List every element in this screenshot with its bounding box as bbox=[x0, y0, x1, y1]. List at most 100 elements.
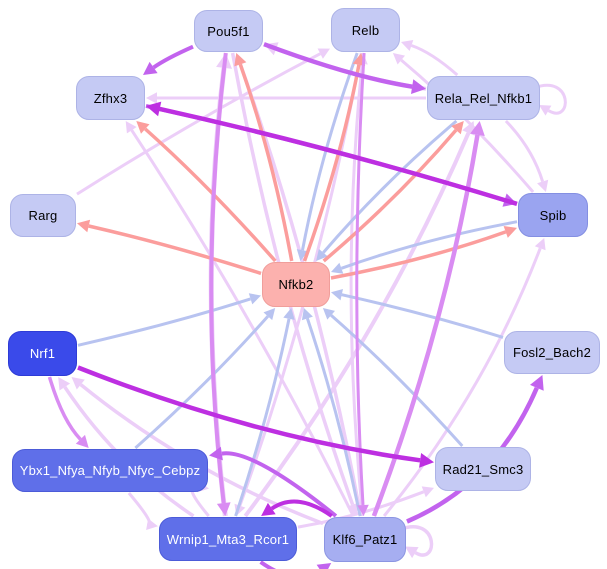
arrowhead-relb-nfkb2 bbox=[296, 249, 309, 261]
edge-spib-relb bbox=[400, 58, 535, 193]
arrowhead-klf6-ybx1 bbox=[209, 446, 223, 461]
arrowhead-klf6-wrnip1 bbox=[261, 502, 276, 516]
node-label: Nfkb2 bbox=[278, 277, 314, 292]
edge-nfkb2-rela bbox=[322, 128, 458, 263]
node-label: Zfhx3 bbox=[93, 90, 128, 106]
arrowhead-nfkb2-rela bbox=[451, 121, 464, 135]
arrowhead-klf6-nrf1 bbox=[71, 377, 85, 390]
node-rela[interactable]: Rela_Rel_Nfkb1 bbox=[427, 76, 540, 120]
arrowhead-nfkb2-rarg bbox=[77, 219, 91, 233]
edge-spib-zfhx3 bbox=[159, 106, 518, 207]
arrowhead-fosl2-nfkb2 bbox=[331, 289, 343, 301]
node-label: Rela_Rel_Nfkb1 bbox=[434, 90, 533, 106]
edge-klf6-klf6 bbox=[399, 525, 434, 557]
arrowhead-rela-spib bbox=[537, 179, 549, 192]
edge-klf6-zfhx3 bbox=[130, 129, 355, 517]
edge-nfkb2-rarg bbox=[88, 224, 262, 276]
arrowhead-spib-relb bbox=[392, 53, 405, 65]
arrowhead-nrf1-nfkb2 bbox=[248, 293, 261, 305]
edge-pou5f1-wrnip1 bbox=[209, 52, 228, 504]
edge-nrf1-rad21 bbox=[77, 365, 421, 463]
arrowhead-nrf1-ybx1 bbox=[75, 434, 89, 448]
edge-klf6-rela bbox=[371, 134, 480, 517]
arrowhead-ybx1-nfkb2 bbox=[263, 308, 276, 321]
arrowhead-wrnip1-rad21 bbox=[421, 486, 434, 498]
edge-pou5f1-zfhx3 bbox=[152, 44, 194, 70]
node-label: Klf6_Patz1 bbox=[332, 532, 398, 547]
arrowhead-wrnip1-klf6 bbox=[316, 563, 332, 569]
edge-rela-spib bbox=[504, 119, 545, 182]
arrowhead-pou5f1-zfhx3 bbox=[143, 61, 158, 75]
arrowhead-klf6-klf6 bbox=[405, 546, 419, 559]
node-zfhx3[interactable]: Zfhx3 bbox=[76, 76, 145, 120]
edge-nrf1-nfkb2 bbox=[77, 297, 251, 347]
node-label: Wrnip1_Mta3_Rcor1 bbox=[166, 531, 290, 547]
arrowhead-rela-relb bbox=[401, 40, 414, 51]
edge-klf6-nfkb2 bbox=[305, 317, 362, 517]
node-rad21[interactable]: Rad21_Smc3 bbox=[435, 447, 531, 491]
arrowhead-ybx1-wrnip1 bbox=[146, 518, 158, 530]
node-label: Nrf1 bbox=[29, 346, 56, 361]
edge-nfkb2-relb bbox=[302, 64, 361, 262]
edge-nfkb2-zfhx3 bbox=[144, 127, 277, 263]
edge-nfkb2-pou5f1 bbox=[238, 63, 294, 262]
node-relb[interactable]: Relb bbox=[331, 8, 400, 52]
node-fosl2[interactable]: Fosl2_Bach2 bbox=[504, 331, 600, 374]
edge-ybx1-nfkb2 bbox=[134, 315, 270, 450]
node-pou5f1[interactable]: Pou5f1 bbox=[194, 10, 263, 52]
edge-klf6-ybx1 bbox=[221, 451, 338, 518]
edge-relb-klf6 bbox=[355, 52, 366, 506]
edge-klf6-relb bbox=[349, 63, 365, 517]
node-label: Rarg bbox=[28, 208, 58, 223]
arrowhead-rad21-nfkb2 bbox=[322, 308, 335, 320]
node-rarg[interactable]: Rarg bbox=[10, 194, 76, 237]
arrowhead-klf6-fosl2 bbox=[530, 375, 544, 391]
node-klf6[interactable]: Klf6_Patz1 bbox=[324, 517, 406, 562]
edge-wrnip1-rela bbox=[243, 132, 471, 518]
arrowhead-nrf1-rad21 bbox=[419, 453, 434, 468]
node-label: Fosl2_Bach2 bbox=[512, 345, 592, 360]
node-ybx1[interactable]: Ybx1_Nfya_Nfyb_Nfyc_Cebpz bbox=[12, 449, 208, 492]
node-nfkb2[interactable]: Nfkb2 bbox=[262, 262, 330, 307]
edge-nrf1-ybx1 bbox=[47, 376, 82, 441]
arrowhead-pou5f1-rela bbox=[411, 79, 426, 94]
node-spib[interactable]: Spib bbox=[518, 193, 588, 237]
edge-nfkb2-spib bbox=[330, 230, 507, 280]
node-label: Rad21_Smc3 bbox=[442, 461, 524, 477]
arrowhead-pou5f1-klf6 bbox=[346, 502, 359, 516]
arrowhead-pou5f1-wrnip1 bbox=[216, 502, 231, 516]
arrowhead-nfkb2-zfhx3 bbox=[136, 121, 150, 134]
arrowhead-nfkb2-pou5f1 bbox=[234, 53, 247, 67]
arrowhead-wrnip1-nrf1 bbox=[58, 377, 71, 391]
arrowhead-nfkb2-spib bbox=[503, 226, 517, 238]
edge-rela-nfkb2 bbox=[322, 119, 458, 254]
edge-rad21-nfkb2 bbox=[330, 314, 464, 448]
edge-rela-rela bbox=[533, 83, 567, 115]
edge-rela-relb bbox=[410, 44, 459, 77]
node-label: Pou5f1 bbox=[207, 23, 250, 39]
edge-klf6-wrnip1 bbox=[270, 499, 333, 518]
edge-wrnip1-nfkb2 bbox=[234, 318, 291, 517]
arrowhead-klf6-zfhx3 bbox=[125, 121, 137, 134]
node-nrf1[interactable]: Nrf1 bbox=[8, 331, 77, 376]
arrowhead-rela-nfkb2 bbox=[316, 248, 328, 261]
arrowhead-spib-zfhx3 bbox=[146, 101, 162, 117]
arrowhead-klf6-rela bbox=[470, 121, 485, 136]
edge-pou5f1-rela bbox=[263, 42, 413, 89]
arrowhead-wrnip1-nfkb2 bbox=[283, 308, 295, 320]
edge-spib-nfkb2 bbox=[340, 220, 518, 270]
edge-fosl2-nfkb2 bbox=[341, 293, 504, 339]
node-label: Spib bbox=[539, 207, 567, 223]
arrowhead-rarg-relb bbox=[317, 48, 330, 59]
node-label: Ybx1_Nfya_Nfyb_Nfyc_Cebpz bbox=[19, 463, 201, 478]
arrowhead-rela-zfhx3 bbox=[146, 92, 157, 104]
edge-klf6-spib bbox=[382, 247, 542, 517]
node-wrnip1[interactable]: Wrnip1_Mta3_Rcor1 bbox=[159, 517, 297, 561]
arrowhead-klf6-nfkb2 bbox=[301, 308, 313, 321]
arrowhead-relb-klf6 bbox=[357, 504, 369, 516]
arrowhead-klf6-spib bbox=[534, 238, 546, 251]
edge-relb-nfkb2 bbox=[301, 52, 359, 251]
edge-wrnip1-klf6 bbox=[259, 560, 320, 569]
